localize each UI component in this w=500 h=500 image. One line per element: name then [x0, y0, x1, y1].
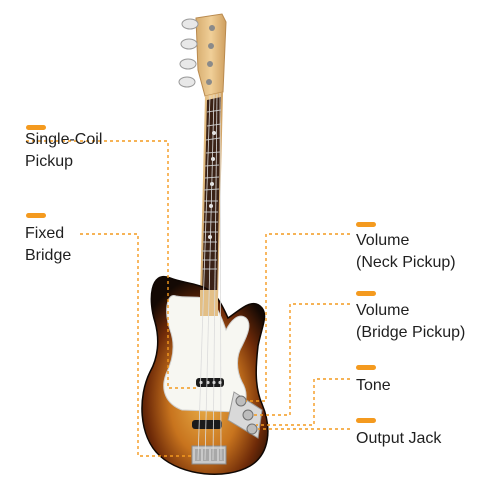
volume-neck-line2: (Neck Pickup): [356, 254, 456, 271]
fixed-bridge-marker: [26, 213, 46, 218]
volume-neck-line1: Volume: [356, 232, 410, 249]
single-coil-line1: Single-Coil: [25, 131, 103, 148]
single-coil-marker: [26, 125, 46, 130]
volume-bridge-label: Volume (Bridge Pickup): [356, 300, 465, 344]
body: [141, 92, 269, 475]
tone-label: Tone: [356, 375, 391, 397]
output-jack-label: Output Jack: [356, 428, 441, 450]
fixed-bridge-line1: Fixed: [25, 225, 65, 242]
single-coil-pickup-label: Single-Coil Pickup: [25, 129, 102, 173]
bridge-pickup: [192, 420, 222, 429]
single-coil-line2: Pickup: [25, 153, 74, 170]
volume-bridge-line2: (Bridge Pickup): [356, 324, 466, 341]
volume-neck-label: Volume (Neck Pickup): [356, 230, 456, 274]
fixed-bridge-line2: Bridge: [25, 247, 72, 264]
callout-leader-lines: [26, 140, 350, 457]
output-jack-line1: Output Jack: [356, 430, 442, 447]
volume-neck-marker: [356, 222, 376, 227]
volume-bridge-marker: [356, 291, 376, 296]
output-jack-marker: [356, 418, 376, 423]
tuning-pegs: [178, 18, 199, 88]
fixed-bridge-label: Fixed Bridge: [25, 223, 71, 267]
tone-line1: Tone: [356, 377, 391, 394]
tone-marker: [356, 365, 376, 370]
headstock: [178, 13, 227, 97]
volume-bridge-line1: Volume: [356, 302, 410, 319]
control-plate: [227, 391, 263, 439]
